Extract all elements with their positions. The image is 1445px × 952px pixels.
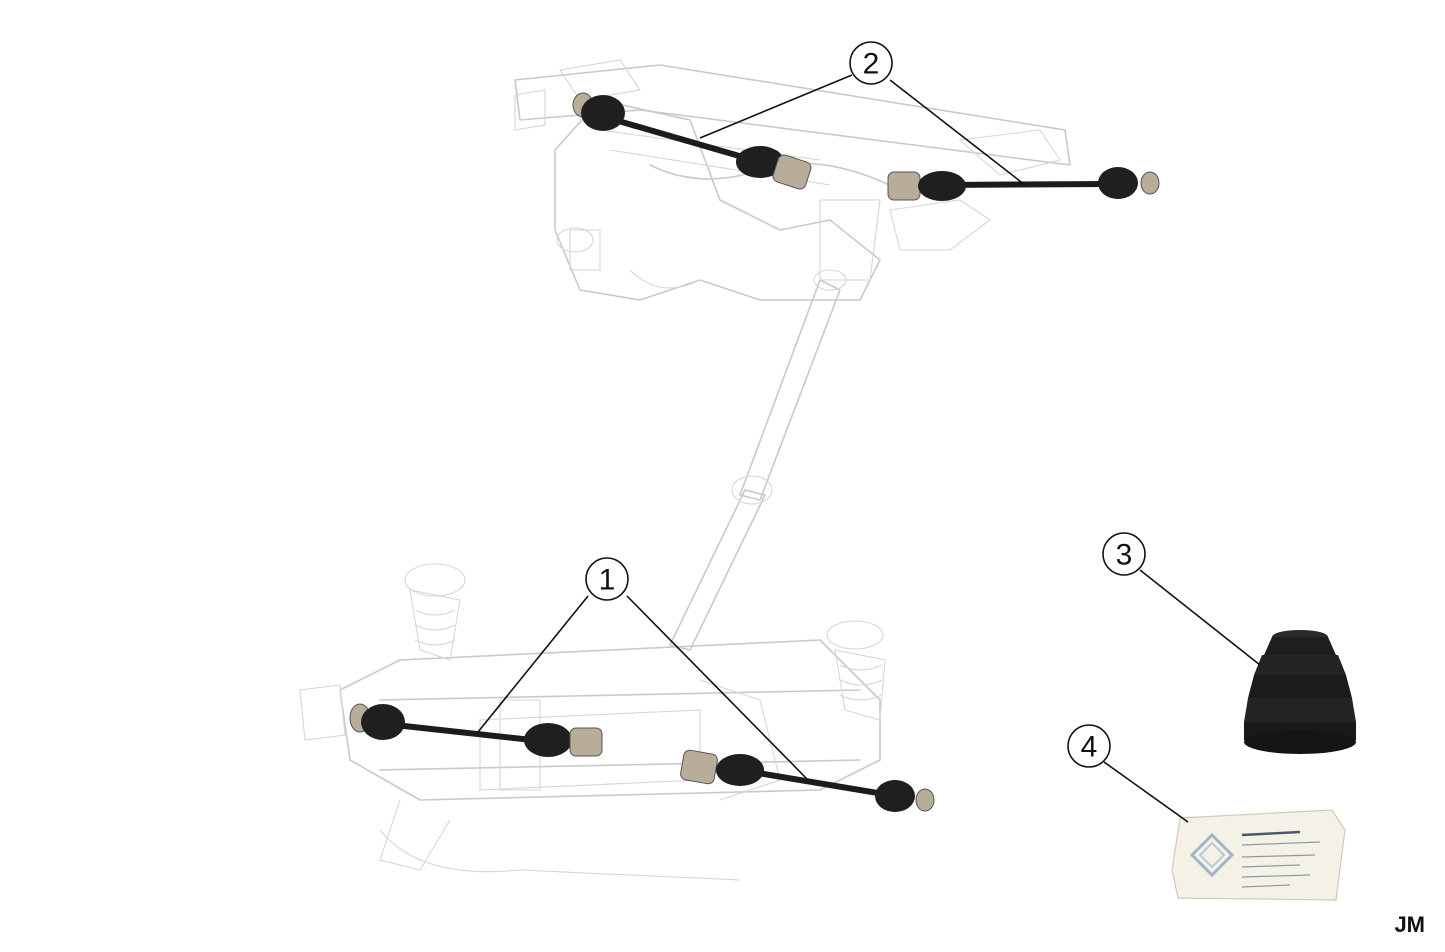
callout-1-number: 1 [599,564,616,597]
diagram-code-label: JM [1394,912,1425,937]
rear-driveshaft-left [572,92,812,190]
callout-3: 3 [1102,532,1146,576]
front-driveshaft-right [680,749,935,812]
callout-4-number: 4 [1081,731,1098,764]
grease-packet [1171,809,1346,901]
propeller-shaft [669,269,847,651]
callout-4: 4 [1067,724,1111,768]
cv-boot [1244,630,1356,754]
callout-1: 1 [585,557,629,601]
leader-3 [1139,569,1261,666]
leader-2b [889,79,1026,186]
leader-1b [626,595,809,781]
front-driveshaft-left [349,703,603,757]
leader-4 [1103,761,1189,823]
callout-3-number: 3 [1116,539,1133,572]
rear-driveshaft-right [887,167,1160,201]
leader-1a [477,595,589,733]
callout-2-number: 2 [863,48,880,81]
leader-lines [477,74,1261,823]
front-subframe [299,563,886,881]
callout-2: 2 [849,41,893,85]
leader-2a [699,74,853,139]
